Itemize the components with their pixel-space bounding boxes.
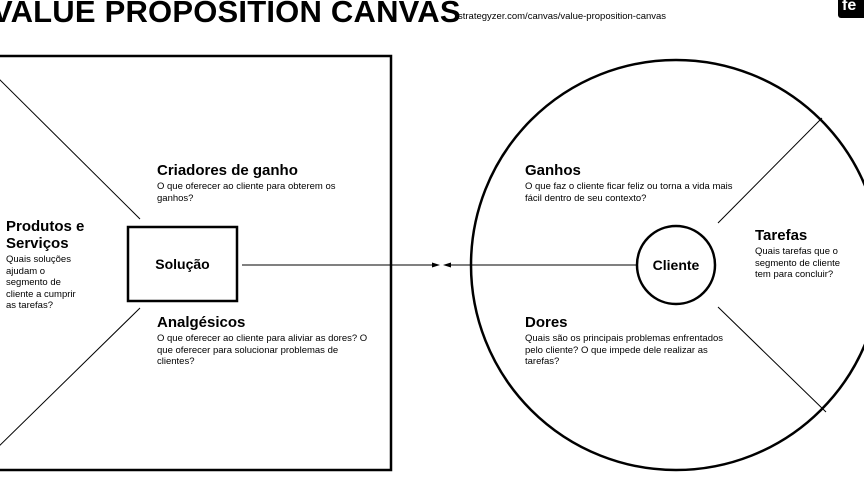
value-map-divider-bottom xyxy=(0,307,141,446)
jobs-description: Quais tarefas que o segmento de cliente … xyxy=(755,246,841,280)
pains-block: Dores Quais são os principais problemas … xyxy=(525,314,730,368)
products-services-block: Produtos e Serviços Quais soluções ajuda… xyxy=(6,218,106,312)
gain-creators-description: O que oferecer ao cliente para obterem o… xyxy=(157,181,336,204)
arrowhead-left xyxy=(443,262,451,268)
value-map-square xyxy=(0,54,393,472)
jobs-block: Tarefas Quais tarefas que o segmento de … xyxy=(755,227,845,281)
products-services-description: Quais soluções ajudam o segmento de clie… xyxy=(6,254,76,311)
gain-creators-block: Criadores de ganho O que oferecer ao cli… xyxy=(157,162,362,204)
cliente-circle xyxy=(635,224,717,306)
products-services-title: Produtos e Serviços xyxy=(6,218,85,252)
gain-creators-title: Criadores de ganho xyxy=(157,162,298,179)
solucao-label: Solução xyxy=(155,256,210,272)
page-title: VALUE PROPOSITION CANVAS xyxy=(0,0,461,29)
gains-description: O que faz o cliente ficar feliz ou torna… xyxy=(525,181,733,204)
gains-title: Ganhos xyxy=(525,162,581,179)
brand-logo: fe xyxy=(838,0,864,18)
pain-relievers-block: Analgésicos O que oferecer ao cliente pa… xyxy=(157,314,372,368)
pain-relievers-description: O que oferecer ao cliente para aliviar a… xyxy=(157,333,368,367)
pain-relievers-title: Analgésicos xyxy=(157,314,246,331)
solucao-box xyxy=(126,225,239,303)
customer-divider-bottom xyxy=(717,306,827,413)
cliente-label: Cliente xyxy=(652,257,700,273)
source-url[interactable]: strategyzer.com/canvas/value-proposition… xyxy=(458,11,667,22)
customer-divider-top xyxy=(717,117,823,224)
arrowhead-right xyxy=(432,262,440,268)
jobs-title: Tarefas xyxy=(755,227,808,244)
pains-description: Quais são os principais problemas enfren… xyxy=(525,333,724,367)
pains-title: Dores xyxy=(525,314,568,331)
value-map-divider-top xyxy=(0,79,141,220)
gains-block: Ganhos O que faz o cliente ficar feliz o… xyxy=(525,162,735,204)
